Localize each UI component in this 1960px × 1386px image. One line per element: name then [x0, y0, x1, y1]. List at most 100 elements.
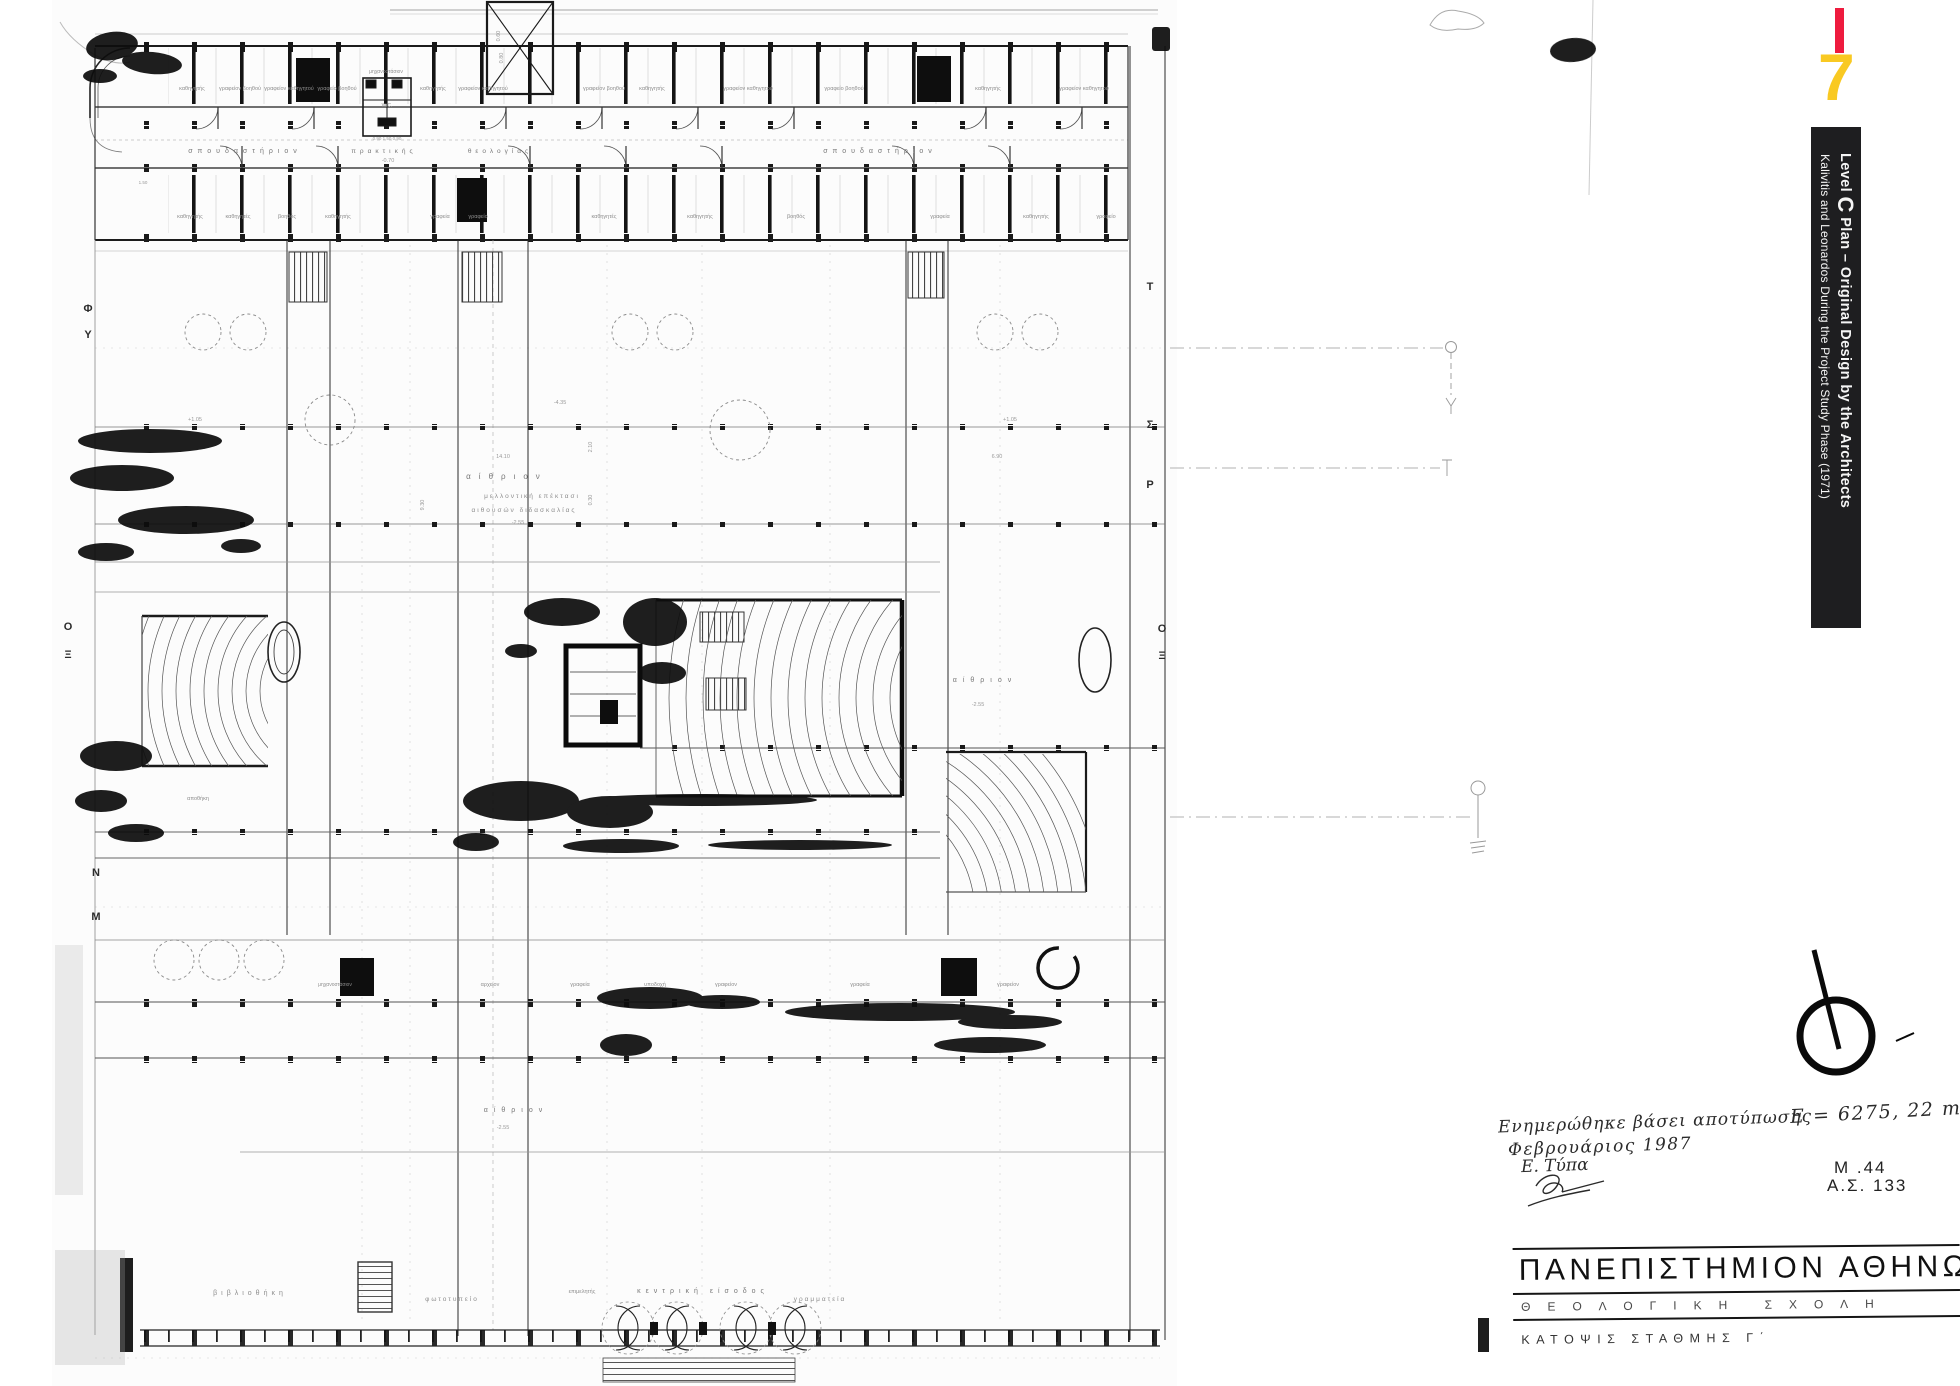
dim-labels-12: 2.10: [588, 442, 594, 453]
dim-labels-14: 0.60: [496, 31, 502, 42]
room-labels-26: βοηθός: [787, 213, 805, 220]
axis-letters-2: Ο: [64, 621, 73, 633]
dim-labels-10: 1.50: [139, 180, 148, 185]
amphitheater-left: [141, 614, 301, 768]
north-compass-icon: [1796, 949, 1915, 1076]
dim-labels-5: -2.55: [512, 520, 525, 526]
m-code: M .44: [1834, 1158, 1887, 1177]
update-note-line3: Ε. Τύπα: [1520, 1154, 1589, 1178]
dimension-labels: +1.05 -4.35 +1.05 14.10 6.90 -2.55 -2.55 -2.55 -…: [139, 31, 1017, 1131]
room-labels-35: αποθήκη: [187, 795, 209, 802]
room-labels-43: βιβλιοθήκη: [213, 1290, 287, 1297]
room-labels-45: επιμελητής: [569, 1288, 596, 1295]
stair-core: [296, 58, 330, 102]
room-labels-16: θεολογίας: [468, 147, 532, 155]
room-labels-4: μηχανοστάσιον: [369, 68, 403, 75]
stairs: [288, 251, 945, 1313]
room-labels-14: σπουδαστήριον: [188, 148, 302, 155]
room-labels-11: γραφείο βοηθού: [824, 85, 863, 92]
room-labels-33: αίθριον: [953, 676, 1017, 684]
axis-letters-7: Σ: [1147, 419, 1154, 431]
room-labels-2: γραφείον καθηγητού: [264, 85, 314, 92]
room-labels-34: αίθριον: [484, 1106, 548, 1114]
title-block: ΠΑΝΕΠΙΣΤΗΜΙΟΝ ΑΘΗΝΩΝ ΘΕΟΛΟΓΙΚΗ ΣΧΟΛΗ ΚΑΤ…: [1512, 1244, 1960, 1347]
room-labels-41: γραφεία: [850, 982, 870, 988]
dim-labels-6: -2.55: [972, 702, 985, 708]
axis-letters-1: Υ: [84, 329, 92, 341]
stair-core: [457, 178, 487, 222]
room-labels-24: καθηγητές: [591, 213, 616, 220]
dim-labels-8: -0.70: [382, 158, 395, 164]
wc-core: [362, 77, 412, 137]
red-index-mark: [1835, 8, 1844, 53]
dim-labels-15: 0.80: [499, 53, 505, 64]
room-labels-3: γραφείο βοηθού: [317, 85, 356, 92]
room-labels-42: γραφείον: [997, 982, 1019, 988]
plant-room: [563, 643, 643, 748]
axis-letters-3: Ξ: [64, 649, 71, 661]
room-labels-10: γραφείον καθηγητού: [723, 85, 773, 92]
room-labels-8: γραφείον βοηθού: [583, 85, 625, 92]
axis-letters-6: Τ: [1147, 281, 1154, 293]
as-code: Α.Σ. 133: [1827, 1176, 1908, 1195]
stair-core: [340, 958, 374, 996]
stair-core: [941, 958, 977, 996]
grid-lines: [95, 245, 1165, 1359]
top-ruler: [59, 0, 1594, 196]
axis-letters-9: Ο: [1158, 623, 1167, 635]
axis-letters-10: Ξ: [1158, 650, 1165, 662]
room-labels-18: καθηγητής: [177, 213, 203, 220]
title-drawing: ΚΑΤΟΨΙΣ ΣΤΑΘΜΗΣ Γ΄: [1521, 1330, 1771, 1347]
main-entrance: [601, 1301, 822, 1383]
shaft-x: [485, 0, 555, 96]
dim-labels-2: +1.05: [1003, 417, 1017, 423]
room-labels-36: μηχανοστάσιον: [318, 981, 352, 988]
room-labels-9: καθηγητής: [639, 85, 665, 92]
title-school: ΘΕΟΛΟΓΙΚΗ ΣΧΟΛΗ: [1512, 1291, 1960, 1321]
top-wing: [89, 0, 1129, 252]
corridor-bands: [95, 424, 1165, 1347]
dim-labels-4: 6.90: [992, 454, 1003, 460]
room-labels-7: γραφείον καθηγητού: [458, 85, 508, 92]
room-labels-12: καθηγητής: [975, 85, 1001, 92]
room-labels-22: γραφεία: [430, 214, 450, 220]
axis-letters-5: Μ: [91, 911, 100, 923]
yellow-index-numeral: 7: [1818, 40, 1855, 114]
axis-letters-4: Ν: [92, 867, 100, 879]
room-labels-40: γραφείον: [715, 982, 737, 988]
room-labels-29: γραφείο: [1096, 214, 1115, 220]
room-labels-6: καθηγητής: [420, 85, 446, 92]
column-ring: [1036, 946, 1080, 990]
axis-letters-0: Φ: [83, 303, 92, 315]
room-labels-31: μελλοντική επέκτασι: [484, 492, 580, 500]
room-labels-38: γραφεία: [570, 982, 590, 988]
signature-scribble: [1527, 1174, 1605, 1207]
dim-labels-7: -2.55: [497, 1125, 510, 1131]
room-labels-44: φωτοτυπείο: [425, 1295, 479, 1303]
dim-labels-3: 14.10: [496, 454, 510, 460]
dim-labels-1: -4.35: [554, 400, 567, 406]
room-labels-1: γραφείον βοηθού: [219, 85, 261, 92]
room-labels-47: γραμματεία: [794, 1295, 847, 1303]
room-labels-23: γραφείο: [468, 214, 487, 220]
scan-smudges: [70, 27, 1596, 1352]
room-labels-17: σπουδαστήριον: [823, 148, 937, 155]
room-labels-28: καθηγητής: [1023, 213, 1049, 220]
axis-letters: Φ Υ Ο Ξ Ν Μ Τ Σ Ρ Ο Ξ: [64, 281, 1167, 923]
scan-edge-shadow: [55, 945, 83, 1195]
room-labels-19: καθηγητές: [225, 213, 250, 220]
dim-labels-11: 9.30: [420, 500, 426, 511]
dim-labels-13: 0.30: [588, 495, 594, 506]
stair-core: [917, 56, 951, 102]
room-labels-25: καθηγητής: [687, 213, 713, 220]
room-labels-30: αίθριον: [466, 472, 548, 481]
axis-letters-8: Ρ: [1146, 479, 1153, 491]
room-labels-13: γραφείον καθηγητού: [1059, 85, 1109, 92]
dim-labels-0: +1.05: [188, 417, 202, 423]
room-labels-15: πρακτικής: [351, 148, 416, 155]
caption-banner: Level C Plan – Original Design by the Ar…: [1811, 127, 1861, 628]
scan-corner-shadow: [55, 1250, 125, 1365]
title-university: ΠΑΝΕΠΙΣΤΗΜΙΟΝ ΑΘΗΝΩΝ: [1512, 1244, 1960, 1295]
